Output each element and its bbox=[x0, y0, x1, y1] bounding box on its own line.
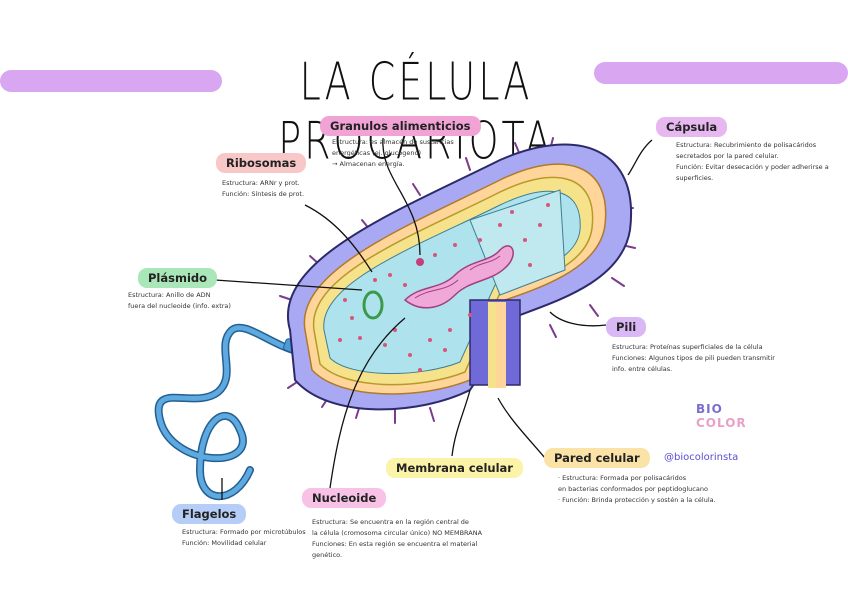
label-nucleoide: Nucleoide bbox=[302, 488, 387, 508]
desc-ribosomas: Estructura: ARNr y prot. Función: Síntes… bbox=[222, 179, 305, 198]
label-pili: Pili bbox=[606, 317, 647, 337]
desc-pili: Estructura: Proteínas superficiales de l… bbox=[612, 343, 775, 373]
plasmid-shape bbox=[362, 290, 384, 320]
arrow-capsula bbox=[627, 139, 653, 176]
food-granule bbox=[416, 258, 424, 266]
desc-nucleoide: Estructura: Se encuentra en la región ce… bbox=[312, 518, 483, 559]
arrow-membrana bbox=[451, 389, 471, 457]
label-flagelos: Flagelos bbox=[172, 504, 247, 524]
label-membrana: Membrana celular bbox=[386, 458, 523, 478]
desc-capsula: Estructura: Recubrimiento de polisacárid… bbox=[676, 141, 829, 182]
arrow-pared bbox=[497, 397, 546, 459]
header-bar-left bbox=[0, 70, 222, 92]
desc-granulos: Estructura: es almacén de sustancias ene… bbox=[332, 138, 454, 168]
ribosomes bbox=[338, 203, 550, 372]
label-granulos: Granulos alimenticios bbox=[320, 116, 481, 136]
flagellum bbox=[154, 323, 304, 501]
arrow-pili bbox=[549, 311, 607, 327]
label-ribosomas: Ribosomas bbox=[216, 153, 307, 173]
arrow-nucleoide bbox=[329, 317, 406, 489]
arrow-ribosomas bbox=[304, 204, 373, 273]
arrow-plasmido bbox=[214, 279, 363, 291]
label-plasmido: Plásmido bbox=[138, 268, 218, 288]
instagram-handle[interactable]: @biocolorinsta bbox=[664, 452, 739, 463]
desc-plasmido: Estructura: Anillo de ADN fuera del nucl… bbox=[128, 291, 231, 310]
label-capsula: Cápsula bbox=[656, 117, 728, 137]
desc-pared: · Estructura: Formada por polisacáridos … bbox=[558, 474, 716, 504]
arrow-granulos bbox=[382, 137, 421, 256]
nucleoid-shape bbox=[403, 245, 514, 309]
header-bar-right bbox=[594, 62, 848, 84]
desc-flagelos: Estructura: Formado por microtúbulos Fun… bbox=[182, 528, 306, 547]
biocolor-logo: BIO COLOR bbox=[696, 402, 747, 430]
label-pared: Pared celular bbox=[544, 448, 650, 468]
